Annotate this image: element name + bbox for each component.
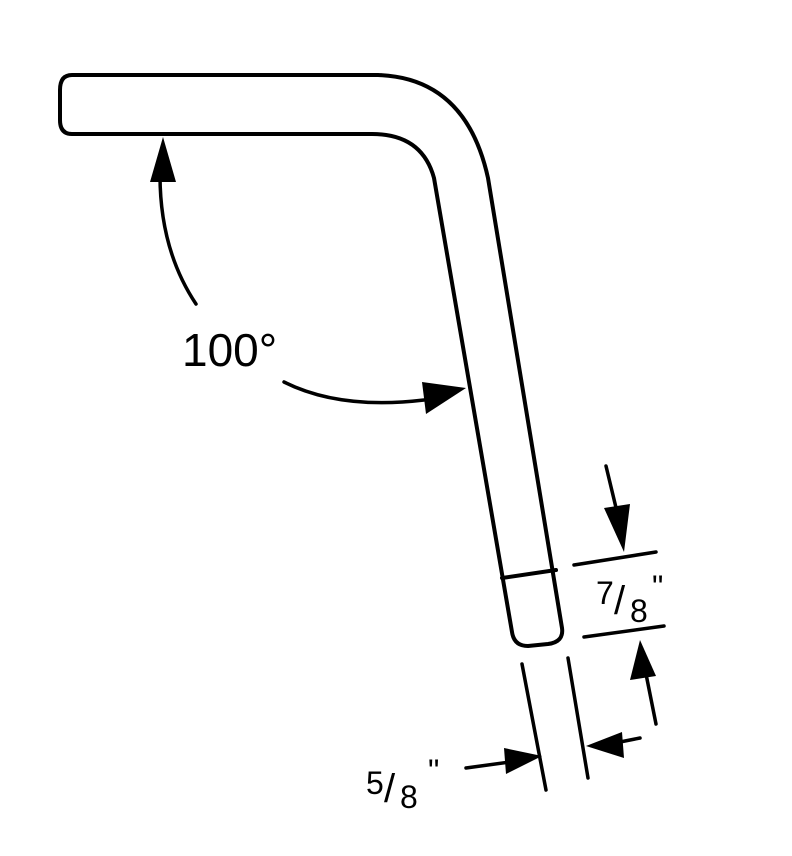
width-dim-arrowhead-right: [586, 732, 624, 758]
angle-arc-lower: [282, 380, 426, 405]
tip-division-line: [500, 568, 558, 580]
svg-text:8: 8: [630, 593, 648, 629]
width-dim-arrow-right-shaft: [618, 736, 642, 744]
angle-arrowhead-lower: [422, 382, 466, 414]
bent-rod-outline: [58, 73, 565, 648]
angle-arrowhead-upper: [150, 137, 176, 182]
width-extension-line-left: [520, 662, 548, 792]
svg-text:": ": [428, 753, 439, 789]
width-extension-line-right: [566, 656, 590, 780]
length-dim-label: 7 / 8 ": [596, 569, 663, 629]
svg-text:/: /: [384, 767, 396, 811]
svg-text:8: 8: [400, 779, 418, 815]
width-dim-label: 5 / 8 ": [366, 753, 439, 815]
length-dim-arrowhead-top: [604, 504, 630, 552]
length-extension-line-top: [572, 550, 658, 567]
width-dim-arrowhead-left: [504, 748, 542, 774]
length-dim-arrowhead-bottom: [630, 640, 656, 680]
svg-text:/: /: [614, 579, 626, 623]
length-extension-line-bottom: [582, 624, 666, 639]
angle-arc-upper: [158, 173, 198, 306]
angle-label: 100°: [182, 324, 277, 376]
svg-text:": ": [652, 569, 663, 605]
svg-text:5: 5: [366, 765, 384, 801]
width-dim-arrow-left-shaft: [464, 760, 512, 770]
length-dim-arrow-bottom-shaft: [644, 672, 658, 726]
svg-text:7: 7: [596, 575, 614, 611]
